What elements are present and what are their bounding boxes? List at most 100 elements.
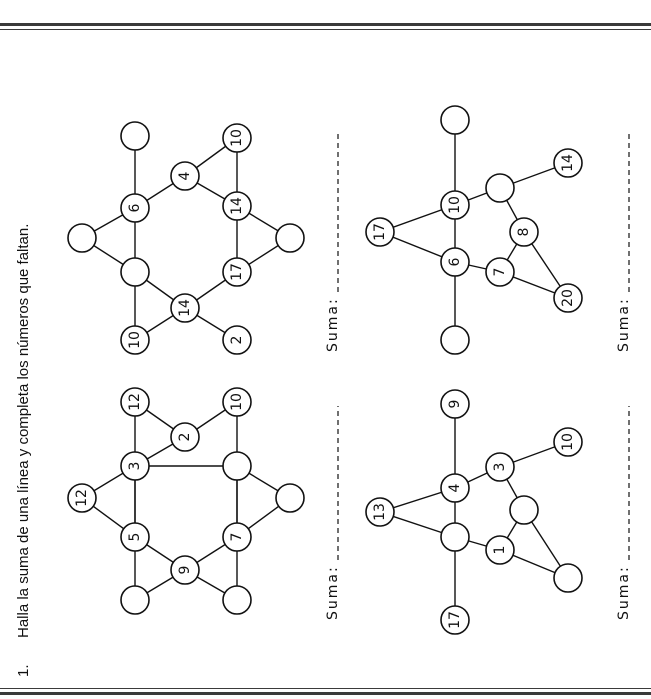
- circle-number: 14: [229, 197, 245, 215]
- circle-number: 7: [229, 533, 245, 542]
- number-circle: 10: [222, 387, 252, 417]
- circle-number: 10: [127, 331, 143, 349]
- circle-shape: [553, 148, 583, 178]
- top-rule-thick: [0, 23, 651, 26]
- circle-shape: [509, 217, 539, 247]
- empty-circle[interactable]: [553, 563, 583, 593]
- empty-circle[interactable]: [222, 451, 252, 481]
- number-circle: 17: [222, 257, 252, 287]
- empty-circle[interactable]: [120, 121, 150, 151]
- circle-number: 17: [229, 263, 245, 281]
- sum-label: Suma:: [325, 297, 341, 352]
- empty-circle[interactable]: [120, 257, 150, 287]
- number-circle: 8: [509, 217, 539, 247]
- number-circle: 5: [120, 522, 150, 552]
- circle-shape: [440, 105, 470, 135]
- number-circle: 2: [222, 325, 252, 355]
- circle-shape: [275, 223, 305, 253]
- empty-circle[interactable]: [440, 522, 470, 552]
- sum-answer-right-top: Suma:: [325, 132, 341, 352]
- empty-circle[interactable]: [222, 585, 252, 615]
- circle-number: 6: [127, 203, 143, 212]
- number-circle: 10: [222, 123, 252, 153]
- circle-shape: [222, 522, 252, 552]
- circle-shape: [222, 325, 252, 355]
- circle-number: 13: [372, 503, 388, 521]
- circle-shape: [440, 389, 470, 419]
- circle-number: 9: [177, 566, 193, 575]
- circle-number: 2: [177, 433, 193, 442]
- sum-label: Suma:: [616, 297, 632, 352]
- circle-shape: [553, 563, 583, 593]
- circle-shape: [485, 173, 515, 203]
- circle-shape: [120, 193, 150, 223]
- circle-shape: [553, 283, 583, 313]
- number-circle: 2: [170, 422, 200, 452]
- number-circle: 10: [553, 427, 583, 457]
- sum-answer-left-bottom: Suma:: [616, 406, 632, 620]
- number-circle: 14: [553, 148, 583, 178]
- circle-shape: [170, 293, 200, 323]
- circle-shape: [222, 123, 252, 153]
- circle-number: 6: [447, 257, 463, 266]
- circle-shape: [440, 325, 470, 355]
- number-circle: 10: [120, 325, 150, 355]
- circle-shape: [440, 473, 470, 503]
- circle-shape: [440, 605, 470, 635]
- number-circle: 4: [440, 473, 470, 503]
- number-circle: 17: [440, 605, 470, 635]
- empty-circle[interactable]: [120, 585, 150, 615]
- circle-shape: [365, 217, 395, 247]
- empty-circle[interactable]: [485, 173, 515, 203]
- circle-shape: [120, 522, 150, 552]
- circle-shape: [485, 257, 515, 287]
- circle-shape: [120, 121, 150, 151]
- circle-shape: [120, 585, 150, 615]
- empty-circle[interactable]: [440, 105, 470, 135]
- empty-circle[interactable]: [275, 483, 305, 513]
- number-circle: 12: [67, 483, 97, 513]
- exercise-number: 1.: [15, 664, 32, 677]
- circle-shape: [509, 495, 539, 525]
- circle-shape: [222, 585, 252, 615]
- number-circle: 10: [440, 190, 470, 220]
- sum-label: Suma:: [325, 565, 341, 620]
- circle-number: 9: [447, 400, 463, 409]
- empty-circle[interactable]: [509, 495, 539, 525]
- number-circle: 6: [120, 193, 150, 223]
- star-hexagon-right: 6 4 10 14 14 17 2 10: [67, 121, 305, 355]
- circle-shape: [440, 190, 470, 220]
- bottom-rule-thin: [0, 688, 651, 689]
- sum-label: Suma:: [616, 565, 632, 620]
- circle-number: 5: [127, 533, 143, 542]
- circle-shape: [485, 535, 515, 565]
- empty-circle[interactable]: [67, 223, 97, 253]
- circle-number: 10: [229, 129, 245, 147]
- circle-shape: [120, 387, 150, 417]
- circle-number: 14: [177, 299, 193, 317]
- circle-shape: [120, 257, 150, 287]
- circle-number: 3: [127, 462, 143, 471]
- circle-shape: [222, 257, 252, 287]
- number-circle: 4: [170, 161, 200, 191]
- number-circle: 3: [120, 451, 150, 481]
- circle-shape: [222, 451, 252, 481]
- circle-shape: [440, 522, 470, 552]
- circle-shape: [120, 451, 150, 481]
- empty-circle[interactable]: [440, 325, 470, 355]
- circle-number: 8: [516, 228, 532, 237]
- number-circle: 14: [170, 293, 200, 323]
- number-circle: 20: [553, 283, 583, 313]
- circle-shape: [222, 191, 252, 221]
- circle-shape: [120, 325, 150, 355]
- circle-number: 2: [229, 336, 245, 345]
- number-circle: 7: [222, 522, 252, 552]
- circle-shape: [67, 483, 97, 513]
- empty-circle[interactable]: [275, 223, 305, 253]
- circle-shape: [365, 497, 395, 527]
- number-circle: 12: [120, 387, 150, 417]
- circle-number: 12: [74, 489, 90, 507]
- circle-number: 3: [492, 463, 508, 472]
- circle-shape: [553, 427, 583, 457]
